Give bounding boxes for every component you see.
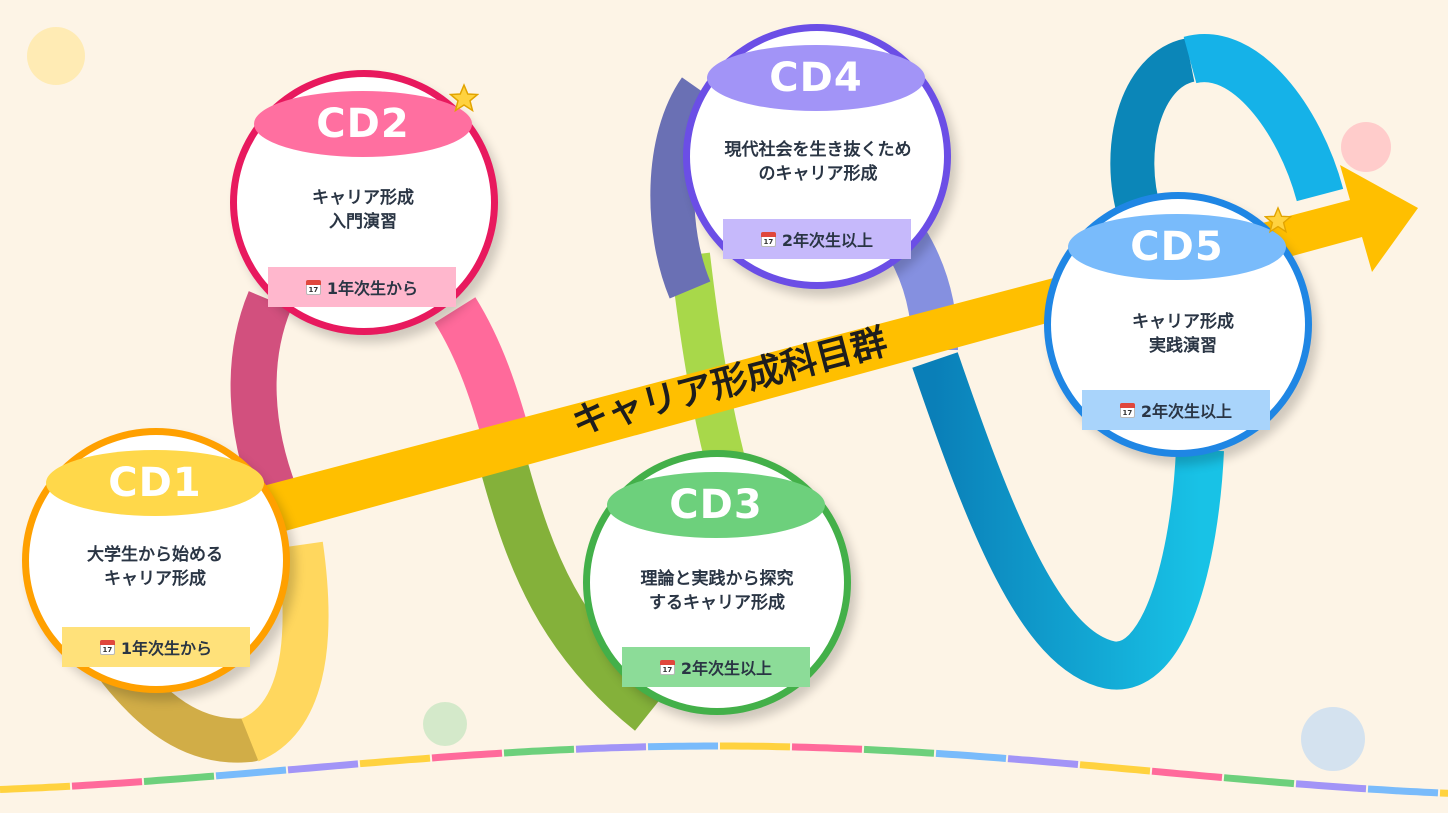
- wave-segment: [1295, 780, 1367, 793]
- ribbon-cd1-front: [240, 541, 329, 762]
- wave-segment: [647, 742, 718, 751]
- wave-segment: [143, 772, 215, 785]
- course-code-cd5: CD5: [1068, 214, 1286, 280]
- course-badge-cd2: 17 1年次生から: [268, 267, 456, 307]
- wave-segment: [71, 778, 143, 790]
- career-arrow-shape: [240, 165, 1418, 540]
- ribbon-cd5-top: [1110, 38, 1197, 222]
- wave-segment: [1151, 767, 1223, 781]
- wave-segment: [503, 745, 575, 757]
- course-title-cd2: キャリア形成 入門演習: [312, 188, 414, 232]
- decor-bubble-blue: [1301, 707, 1365, 771]
- wave-segment: [720, 742, 791, 751]
- course-year-cd2: 1年次生から: [326, 279, 419, 298]
- ribbon-cd2-back: [230, 291, 297, 504]
- course-code-cd1: CD1: [46, 450, 264, 516]
- decor-bubble-yellow: [27, 27, 85, 85]
- wave-segment: [0, 782, 71, 793]
- course-title-cd4: 現代社会を生き抜くため のキャリア形成: [724, 140, 912, 184]
- course-year-cd1: 1年次生から: [120, 639, 213, 658]
- course-badge-cd5: 17 2年次生以上: [1082, 390, 1270, 430]
- wave-segment: [1007, 755, 1079, 768]
- course-title-cd3: 理論と実践から探究 するキャリア形成: [640, 569, 794, 613]
- wave-segment: [287, 760, 359, 774]
- course-code-cd3: CD3: [607, 472, 825, 538]
- calendar-icon: 17: [305, 279, 321, 295]
- wave-segment: [431, 749, 503, 762]
- course-badge-cd1: 17 1年次生から: [62, 627, 250, 667]
- decor-wave-line: [0, 742, 1448, 797]
- course-badge-cd4: 17 2年次生以上: [723, 219, 911, 259]
- course-year-cd4: 2年次生以上: [781, 231, 874, 250]
- wave-segment: [935, 749, 1007, 762]
- course-badge-cd3: 17 2年次生以上: [622, 647, 810, 687]
- ribbon-cd4-back: [650, 77, 719, 299]
- star-icon: [1264, 206, 1292, 234]
- ribbon-blue-long: [912, 352, 1224, 690]
- calendar-icon: 17: [1119, 402, 1135, 418]
- decor-bubble-green: [423, 702, 467, 746]
- wave-segment: [359, 754, 431, 768]
- course-year-cd3: 2年次生以上: [680, 659, 773, 678]
- wave-segment: [1223, 774, 1295, 788]
- calendar-icon: 17: [99, 639, 115, 655]
- ribbon-cd5-top-front: [1183, 34, 1344, 202]
- course-code-cd2: CD2: [254, 91, 472, 157]
- wave-segment: [863, 745, 935, 757]
- wave-segment: [215, 766, 287, 780]
- course-code-cd4: CD4: [707, 45, 925, 111]
- calendar-icon: 17: [659, 659, 675, 675]
- wave-segment: [1079, 761, 1151, 775]
- course-year-cd5: 2年次生以上: [1140, 402, 1233, 421]
- course-title-cd1: 大学生から始める キャリア形成: [87, 545, 223, 589]
- decor-bubble-pink: [1341, 122, 1391, 172]
- star-icon: [449, 83, 479, 113]
- course-title-cd5: キャリア形成 実践演習: [1132, 312, 1234, 356]
- ribbon-green: [481, 463, 666, 731]
- wave-segment: [1367, 785, 1439, 797]
- wave-segment: [575, 743, 647, 753]
- calendar-icon: 17: [760, 231, 776, 247]
- wave-segment: [791, 743, 863, 753]
